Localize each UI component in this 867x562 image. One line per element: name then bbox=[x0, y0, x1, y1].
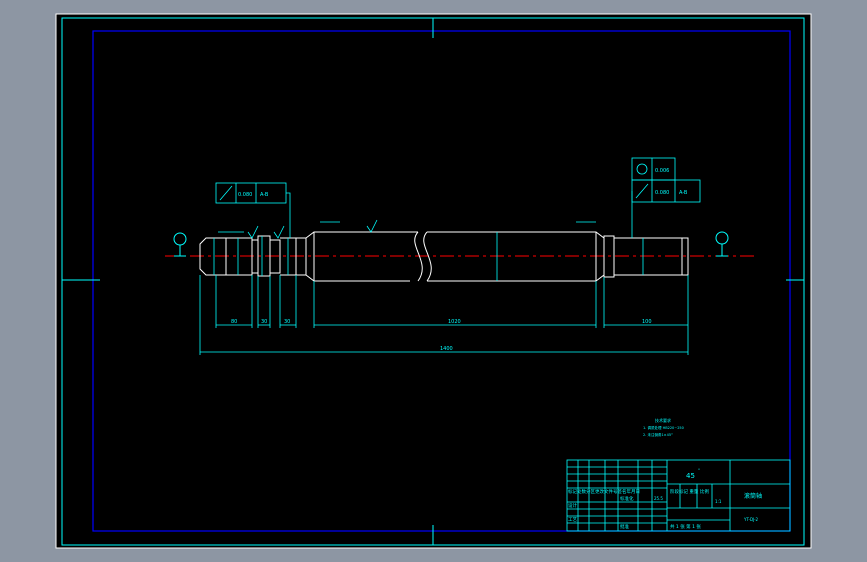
left-tol-value: 0.080 bbox=[238, 192, 252, 198]
right-runout-value: 0.080 bbox=[655, 190, 669, 196]
material-degree-mark: ° bbox=[698, 468, 700, 473]
body-length-dim: 1020 bbox=[448, 319, 461, 325]
tech-req-title: 技术要求 bbox=[655, 417, 671, 423]
weight-value: 25.5 bbox=[654, 496, 663, 501]
approve-label: 批准 bbox=[620, 523, 629, 530]
tech-req-item-2: 2. 未注倒角1×45° bbox=[643, 432, 673, 437]
title-block bbox=[566, 459, 791, 532]
stage-mark-label: 阶段标记 重量 比例 bbox=[670, 488, 709, 495]
left-seg-2-dim: 30 bbox=[261, 319, 267, 325]
right-journal-length-dim: 100 bbox=[642, 319, 652, 325]
right-runout-datum: A-B bbox=[679, 190, 688, 196]
dimension-lines bbox=[199, 232, 689, 355]
title-block-text: 45 ° 滚筒轴 YT-DJ-2 标记处数分区更改文件号签名年月日 阶段标记 重… bbox=[568, 468, 762, 530]
material-label: 45 bbox=[686, 472, 695, 480]
right-tolerance-frame: 0.006 0.080 A-B bbox=[631, 157, 701, 238]
inner-sheet-border bbox=[92, 30, 791, 532]
drawing-number: YT-DJ-2 bbox=[743, 517, 759, 522]
designer-label: 设计 bbox=[568, 502, 577, 509]
scale-value: 1:1 bbox=[715, 499, 722, 504]
process-label: 工艺 bbox=[568, 517, 577, 523]
datum-b-symbol bbox=[715, 231, 729, 257]
standardization-label: 标准化 bbox=[620, 495, 634, 502]
sheet-center-marks bbox=[62, 18, 804, 545]
left-seg-3-dim: 30 bbox=[284, 319, 290, 325]
shaft-outline bbox=[199, 231, 689, 282]
overall-length-dim: 1400 bbox=[440, 346, 453, 352]
left-tol-datum: A-B bbox=[260, 192, 269, 198]
sheet-info: 共 1 张 第 1 张 bbox=[670, 523, 701, 530]
tech-req-item-1: 1. 调质处理 HB220~250 bbox=[643, 425, 684, 430]
datum-a-symbol bbox=[173, 232, 187, 257]
dimension-text: 1400 1020 100 80 30 30 bbox=[231, 319, 652, 352]
technical-requirements: 技术要求 1. 调质处理 HB220~250 2. 未注倒角1×45° bbox=[643, 417, 684, 437]
left-tolerance-frame: 0.080 A-B bbox=[215, 182, 291, 238]
part-name: 滚筒轴 bbox=[744, 492, 762, 500]
surface-finish-marks bbox=[218, 219, 596, 239]
right-roundness-value: 0.006 bbox=[655, 168, 669, 174]
title-header-row: 标记处数分区更改文件号签名年月日 bbox=[568, 488, 640, 495]
left-seg-1-dim: 80 bbox=[231, 319, 237, 325]
